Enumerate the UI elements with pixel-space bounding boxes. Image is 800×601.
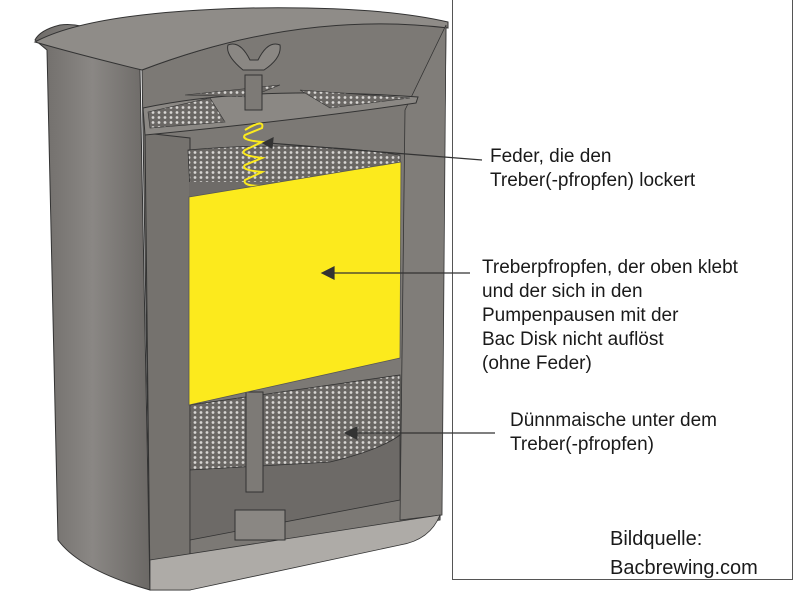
arrows: [261, 136, 495, 440]
top-plate-mesh: [147, 84, 411, 129]
arrow-grain-plug-head: [320, 266, 335, 280]
annotation-frame: [452, 0, 793, 580]
source-name: Bacbrewing.com: [610, 557, 758, 579]
annotation-line: Treberpfropfen, der oben klebt: [482, 257, 738, 278]
grain-plug-highlight: [188, 161, 402, 406]
annotation-line: Bac Disk nicht auflöst: [482, 329, 664, 350]
annotation-line: Feder, die den: [490, 146, 612, 167]
inner-cut-face: [144, 132, 191, 591]
annotation-line: Treber(-pfropfen): [510, 434, 654, 455]
arrow-thin-mash-head: [343, 426, 358, 440]
arrow-spring: [267, 142, 483, 161]
annotation-spring: Feder, die den Treber(-pfropfen) lockert: [490, 145, 695, 193]
spring: [242, 122, 266, 187]
annotation-line: (ohne Feder): [482, 353, 592, 374]
pot-floor: [149, 514, 441, 591]
image-source: Bildquelle: Bacbrewing.com: [610, 525, 758, 583]
annotation-grain-plug: Treberpfropfen, der oben klebt und der s…: [482, 256, 738, 376]
pot-rim: [33, 7, 449, 71]
lower-spindle: [245, 391, 264, 493]
bottom-hub: [234, 509, 286, 541]
source-label: Bildquelle:: [610, 528, 703, 550]
annotation-line: Treber(-pfropfen) lockert: [490, 170, 696, 191]
annotation-line: Pumpenpausen mit der: [482, 305, 679, 326]
lower-sieve: [189, 374, 401, 471]
spindle: [244, 74, 263, 111]
annotation-line: Dünnmaische unter dem: [510, 410, 717, 431]
annotation-thin-mash: Dünnmaische unter dem Treber(-pfropfen): [510, 409, 717, 457]
annotation-line: und der sich in den: [482, 281, 643, 302]
wing-nut: [227, 43, 281, 71]
arrow-spring-head: [261, 136, 274, 149]
pot-left-wall: [34, 24, 151, 591]
